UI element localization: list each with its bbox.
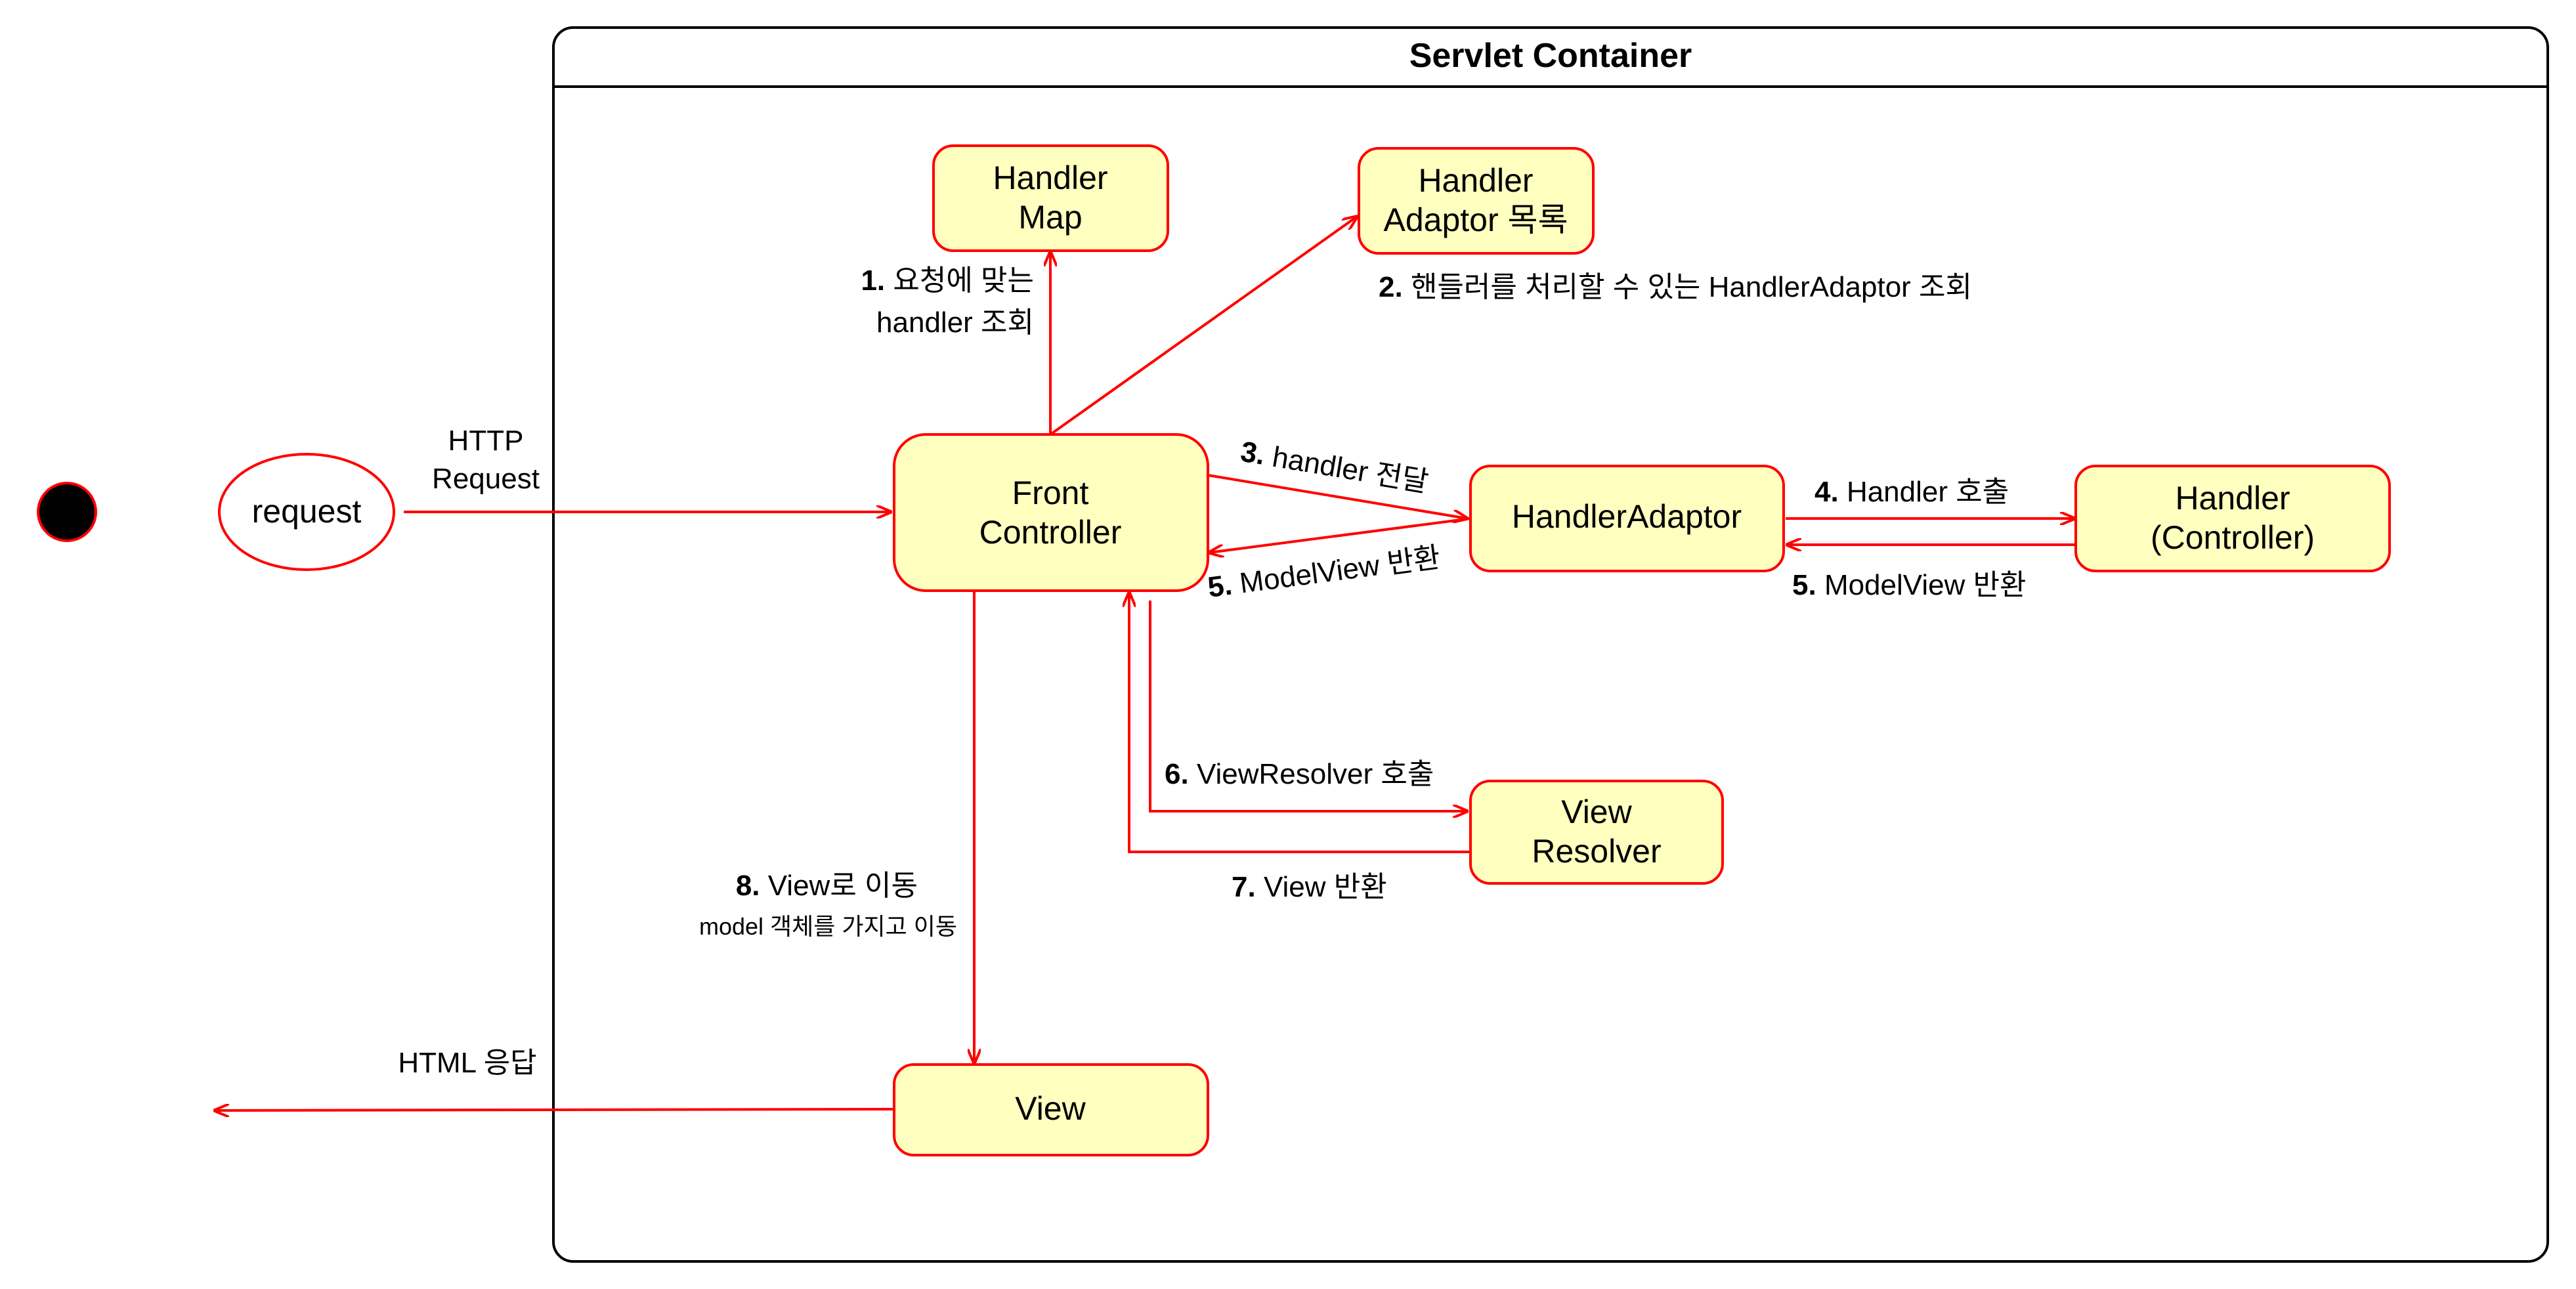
step8-sublabel: model 객체를 가지고 이동 <box>699 913 957 940</box>
view-resolver-line1: View <box>1561 793 1632 830</box>
step1-label-line2: handler 조회 <box>876 306 1034 339</box>
step7-text: View 반환 <box>1264 871 1387 903</box>
edge-step2 <box>1049 217 1357 436</box>
edge-step7 <box>1129 593 1470 853</box>
front-controller-line1: Front <box>1012 475 1089 511</box>
view-resolver-line2: Resolver <box>1532 833 1661 870</box>
step7-num: 7. <box>1232 871 1256 903</box>
handler-adaptor-list-box <box>1358 147 1595 255</box>
step3-label: 3. handler 전달 <box>1238 436 1430 499</box>
step6-num: 6. <box>1165 758 1189 790</box>
step4-text: Handler 호출 <box>1847 476 2009 508</box>
handler-box <box>2074 465 2391 572</box>
edge-step6 <box>1149 601 1467 811</box>
step2-text: 핸들러를 처리할 수 있는 HandlerAdaptor 조회 <box>1411 271 1972 303</box>
node-view-resolver: View Resolver <box>1469 780 1724 885</box>
handler-adaptor-list-line2: Adaptor 목록 <box>1383 201 1568 238</box>
front-controller-line2: Controller <box>979 514 1122 551</box>
handler-line1: Handler <box>2175 480 2290 517</box>
step5b-text: ModelView 반환 <box>1824 569 2027 601</box>
node-request: request <box>218 453 395 571</box>
http-request-label-line1: HTTP <box>448 425 524 457</box>
initial-state-dot <box>37 482 97 542</box>
request-label: request <box>252 493 362 530</box>
step5b-label: 5. ModelView 반환 <box>1792 569 2027 601</box>
step8-text: View로 이동 <box>768 870 918 902</box>
step6-label: 6. ViewResolver 호출 <box>1165 758 1434 790</box>
edge-html-response <box>215 1109 893 1110</box>
edge-labels: HTTP Request 1. 요청에 맞는 handler 조회 2. 핸들러… <box>398 264 2026 1079</box>
http-request-label-line2: Request <box>432 463 540 495</box>
step2-label: 2. 핸들러를 처리할 수 있는 HandlerAdaptor 조회 <box>1379 271 1972 303</box>
handler-line2: (Controller) <box>2151 519 2315 556</box>
step8-num: 8. <box>736 870 760 902</box>
step4-num: 4. <box>1814 476 1839 508</box>
handler-adaptor-label: HandlerAdaptor <box>1512 498 1742 535</box>
view-label: View <box>1015 1090 1086 1127</box>
step2-num: 2. <box>1379 271 1403 303</box>
step7-label: 7. View 반환 <box>1232 871 1387 903</box>
step1-num: 1. <box>861 264 885 297</box>
step5a-label: 5. ModelView 반환 <box>1206 541 1442 604</box>
edges <box>215 217 2074 1110</box>
node-front-controller: Front Controller <box>893 433 1209 592</box>
handler-map-line1: Handler <box>993 159 1107 196</box>
step6-text: ViewResolver 호출 <box>1197 758 1434 790</box>
step3-num: 3. <box>1238 436 1267 471</box>
step5b-num: 5. <box>1792 569 1816 601</box>
handler-adaptor-list-line1: Handler <box>1418 162 1533 199</box>
handler-adaptor-box <box>1469 465 1785 572</box>
edge-step5a <box>1209 517 1471 553</box>
servlet-container: Servlet Container <box>552 26 2549 1263</box>
request-ellipse <box>218 453 395 571</box>
node-handler-map: Handler Map <box>932 144 1169 252</box>
front-controller-box <box>893 433 1209 592</box>
view-resolver-box <box>1469 780 1724 885</box>
node-view: View <box>893 1063 1209 1156</box>
servlet-container-title: Servlet Container <box>1409 37 1692 75</box>
handler-map-box <box>932 144 1169 252</box>
handler-map-line2: Map <box>1018 199 1082 236</box>
step5a-num: 5. <box>1206 569 1234 604</box>
node-handler: Handler (Controller) <box>2074 465 2391 572</box>
node-handler-adaptor: HandlerAdaptor <box>1469 465 1785 572</box>
step8-label: 8. View로 이동 <box>736 870 918 902</box>
html-response-label: HTML 응답 <box>398 1047 536 1079</box>
step4-label: 4. Handler 호출 <box>1814 476 2009 508</box>
step5a-text: ModelView 반환 <box>1237 541 1442 600</box>
edge-step3 <box>1207 474 1467 518</box>
step1-label-line1: 1. 요청에 맞는 <box>861 264 1034 297</box>
node-handler-adaptor-list: Handler Adaptor 목록 <box>1358 147 1595 255</box>
servlet-container-frame <box>552 26 2549 1263</box>
step1-text: 요청에 맞는 <box>893 264 1034 297</box>
view-box <box>893 1063 1209 1156</box>
